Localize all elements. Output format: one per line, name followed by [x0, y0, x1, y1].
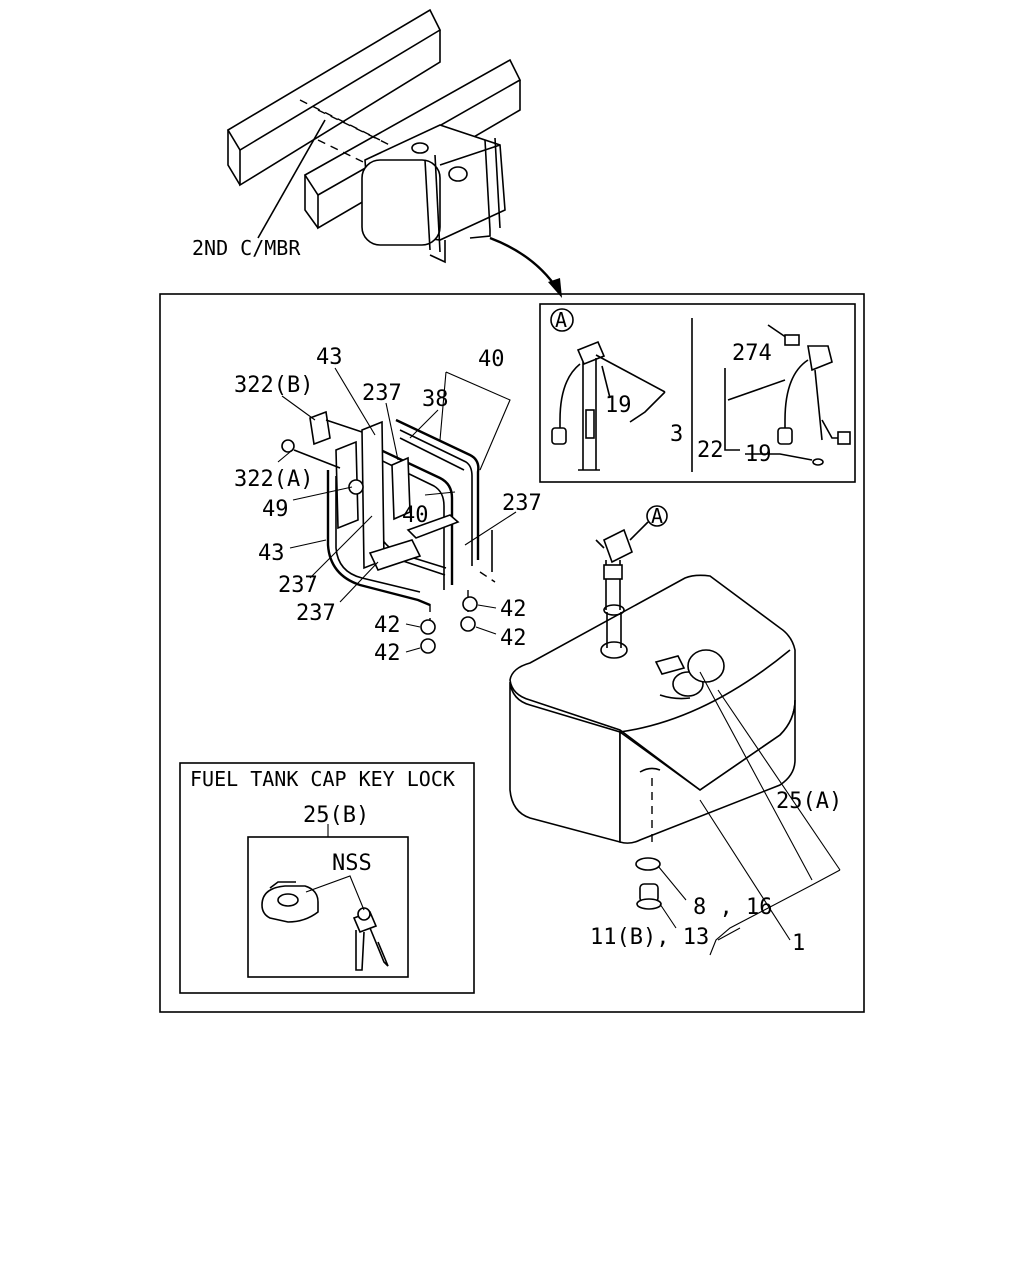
part-11b-13-label: 11(B), 13: [590, 925, 709, 950]
part-8-16-label: 8 , 16: [693, 895, 772, 920]
part-42-a-label: 42: [500, 597, 527, 622]
part-1-label: 1: [792, 931, 805, 956]
part-42-c-label: 42: [500, 626, 527, 651]
part-3-label: 3: [670, 422, 683, 447]
part-22-label: 22: [697, 438, 724, 463]
part-25a-label: 25(A): [776, 789, 842, 814]
part-42-b-label: 42: [374, 613, 401, 638]
part-43-top-label: 43: [316, 345, 343, 370]
part-19-right-label: 19: [745, 442, 772, 467]
part-274-label: 274: [732, 341, 772, 366]
part-19-left-label: 19: [605, 393, 632, 418]
part-40-mid-label: 40: [402, 503, 429, 528]
bracket-assembly: [277, 367, 517, 654]
part-322b-label: 322(B): [234, 373, 313, 398]
fuel-tank: [509, 505, 841, 956]
frame-member-label: 2ND C/MBR: [192, 236, 301, 260]
part-322a-label: 322(A): [234, 467, 313, 492]
detail-a-box: [539, 303, 856, 483]
part-43-left-label: 43: [258, 541, 285, 566]
part-42-d-label: 42: [374, 641, 401, 666]
main-diagram-frame: [159, 293, 865, 1013]
nss-label: NSS: [332, 851, 372, 876]
detail-a-ref-label-tank: A: [651, 504, 663, 528]
part-237-d-label: 237: [296, 601, 336, 626]
detail-a-ref-label: A: [555, 308, 567, 332]
key-lock-title: FUEL TANK CAP KEY LOCK: [190, 767, 455, 791]
part-237-b-label: 237: [502, 491, 542, 516]
part-38-label: 38: [422, 387, 449, 412]
part-49-label: 49: [262, 497, 289, 522]
part-237-c-label: 237: [278, 573, 318, 598]
chassis-overview: [226, 8, 562, 298]
key-lock-inset: [179, 762, 475, 994]
part-25b-label: 25(B): [303, 803, 369, 828]
part-237-a-label: 237: [362, 381, 402, 406]
part-40-top-label: 40: [478, 347, 505, 372]
